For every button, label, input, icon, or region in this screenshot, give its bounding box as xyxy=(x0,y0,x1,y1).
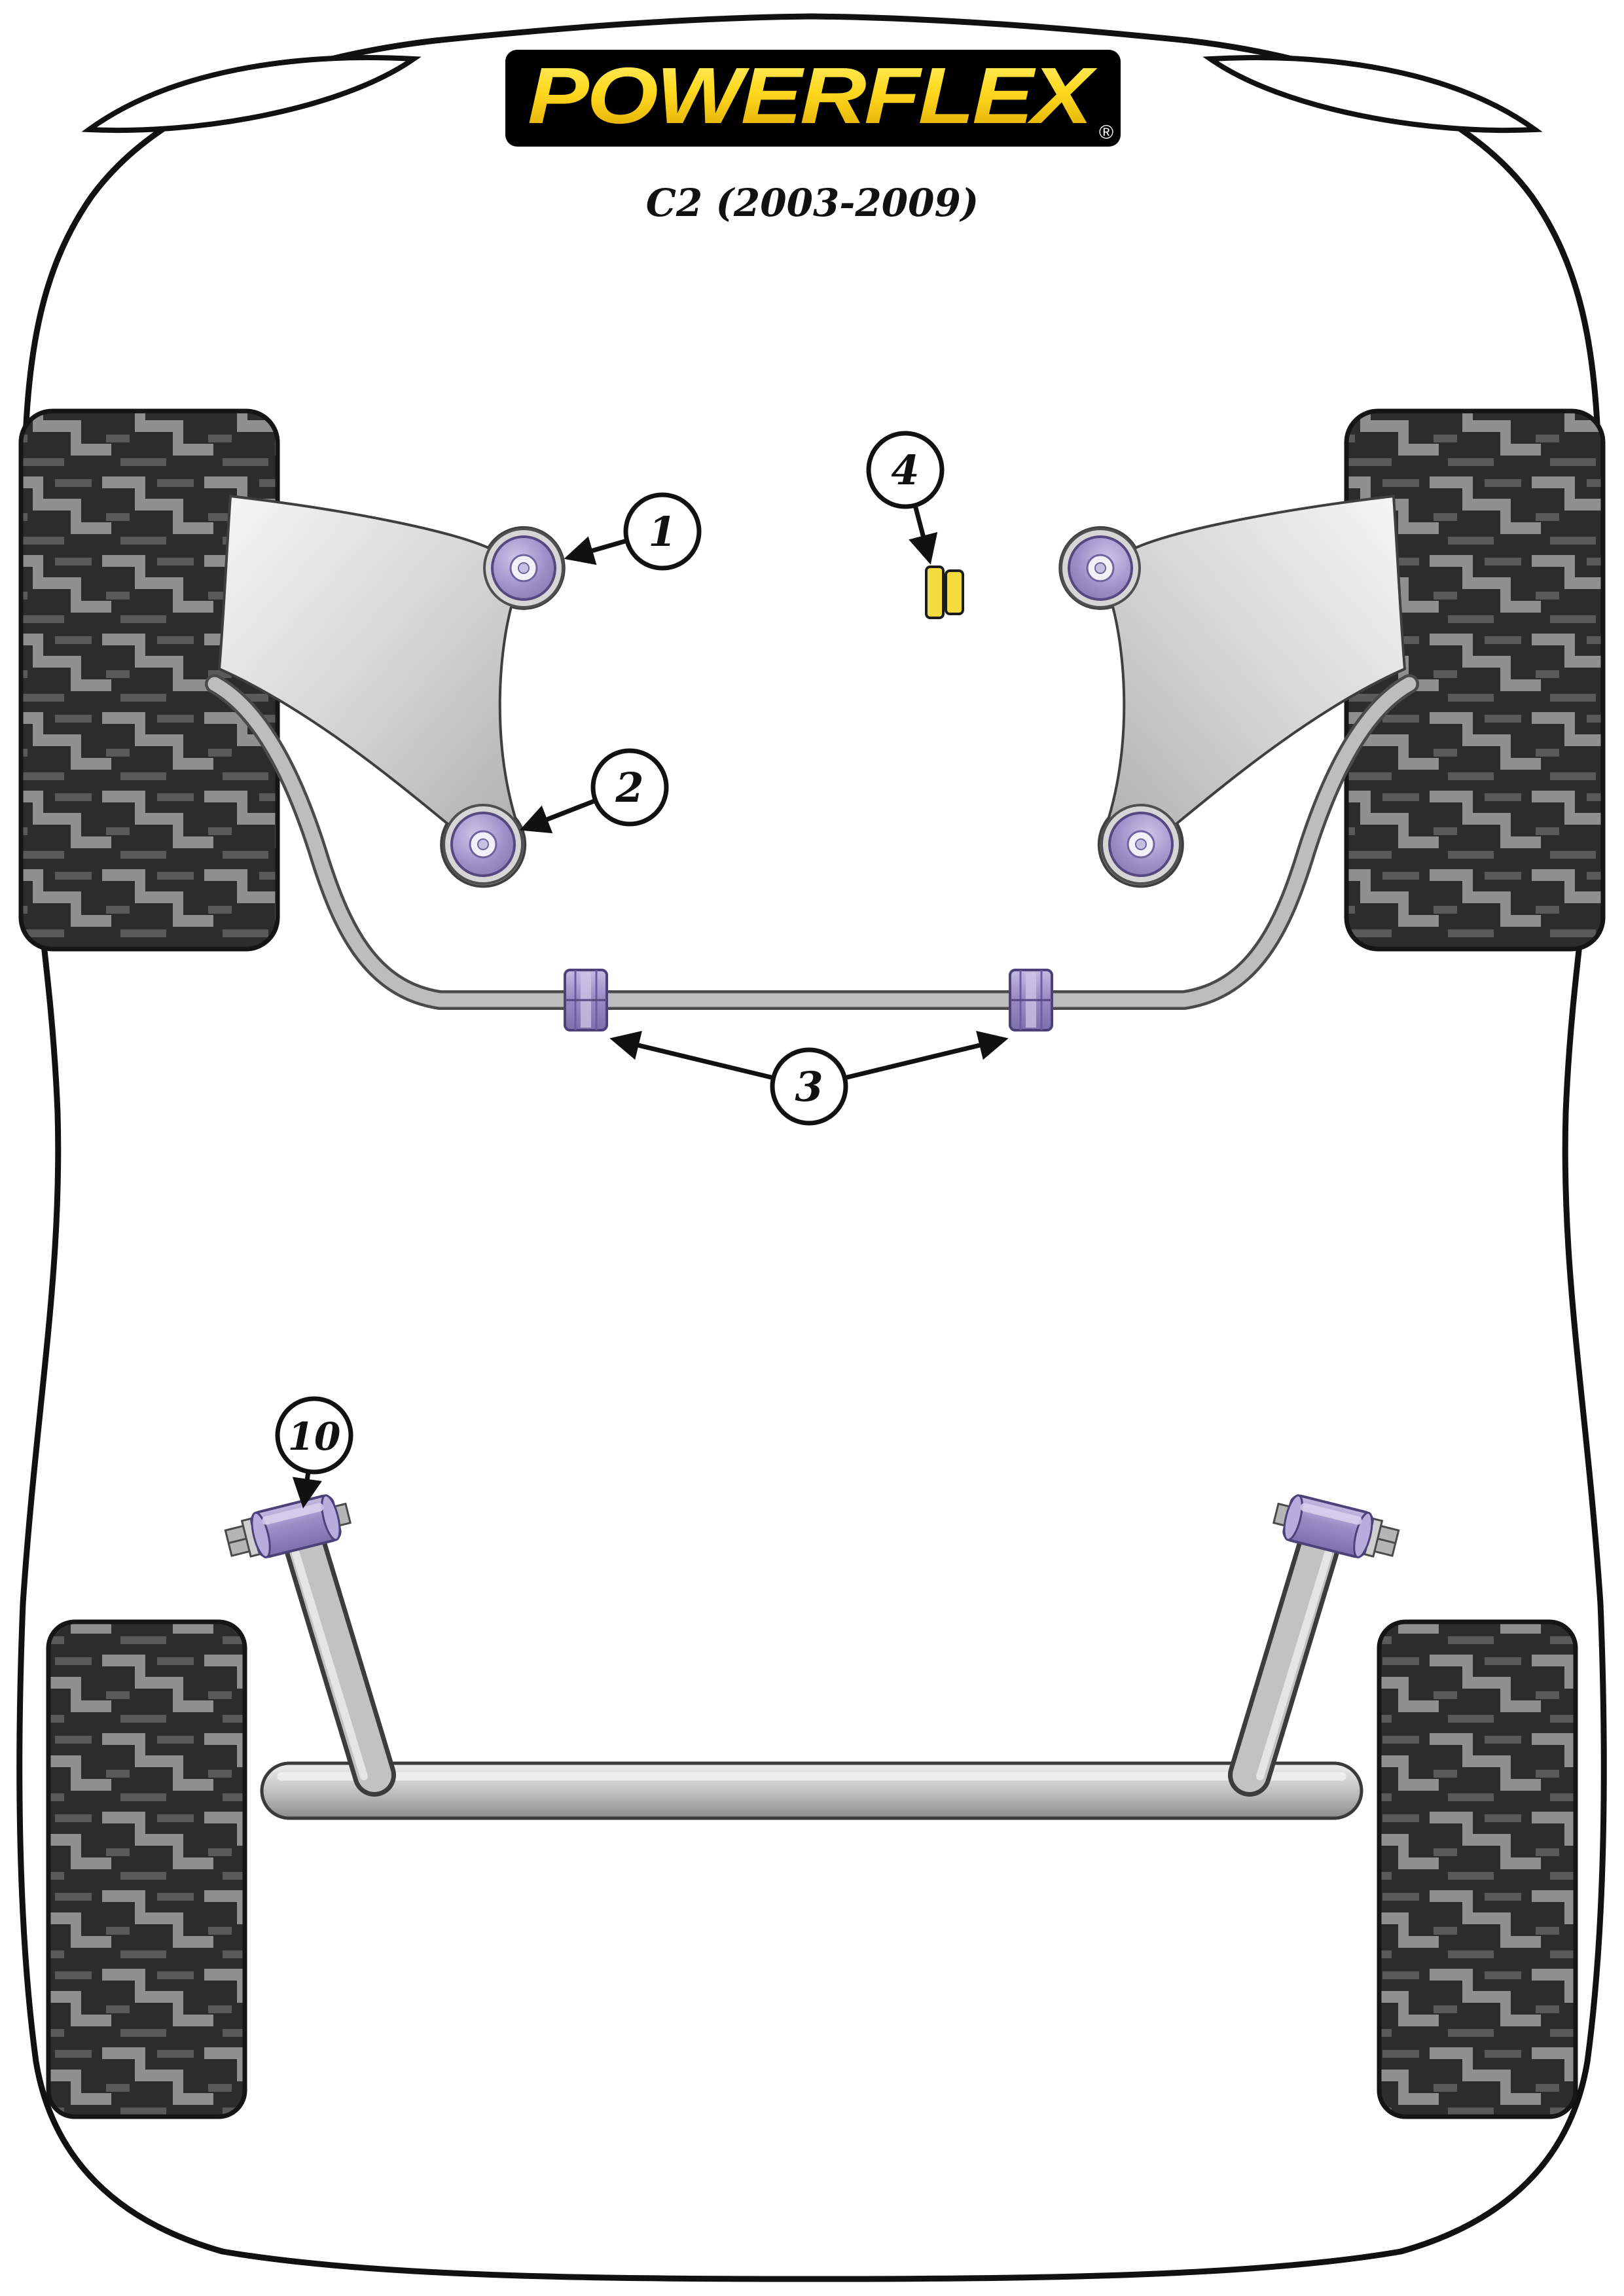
arrow-callout-3-left xyxy=(609,1030,774,1081)
callout-3: 3 xyxy=(770,1047,848,1126)
logo-text: POWERFLEX xyxy=(528,51,1098,140)
brand-logo: POWERFLEX ® xyxy=(505,50,1121,147)
callout-4: 4 xyxy=(866,431,945,509)
callout-2-circle xyxy=(590,748,669,827)
callout-10-circle xyxy=(275,1396,353,1475)
arrow-callout-1 xyxy=(564,536,628,565)
arrow-callout-4 xyxy=(909,505,938,565)
callout-2: 2 xyxy=(590,748,669,827)
car-body-outline xyxy=(16,13,1607,2282)
callout-3-circle xyxy=(770,1047,848,1126)
arrow-callout-2 xyxy=(519,798,597,834)
logo-background xyxy=(505,50,1121,147)
callout-arrows xyxy=(292,505,1009,1509)
callout-1-circle xyxy=(623,492,702,571)
rear-axle-beam xyxy=(260,1761,1363,1820)
registered-trademark: ® xyxy=(1099,122,1113,143)
wheel-rear-right xyxy=(1377,1619,1578,2119)
anti-roll-bar-bush-right xyxy=(1009,969,1053,1031)
callout-10: 10 xyxy=(275,1396,353,1475)
callout-4-label: 4 xyxy=(891,446,919,494)
callout-3-label: 3 xyxy=(795,1063,823,1111)
arrow-callout-3-right xyxy=(844,1030,1009,1081)
callout-10-label: 10 xyxy=(288,1414,341,1459)
anti-roll-bar-bush-left xyxy=(564,969,608,1031)
anti-roll-bar xyxy=(205,674,1419,1010)
wheel-front-left xyxy=(18,408,280,952)
wheel-rear-left xyxy=(46,1619,247,2119)
callout-4-circle xyxy=(866,431,945,509)
callout-1-label: 1 xyxy=(648,508,676,556)
model-title: C2 (2003-2009) xyxy=(646,181,979,225)
wheel-front-right xyxy=(1344,408,1606,952)
arrow-callout-10 xyxy=(292,1471,322,1509)
callout-2-label: 2 xyxy=(615,764,643,812)
callout-1: 1 xyxy=(623,492,702,571)
yellow-bush xyxy=(925,565,964,619)
